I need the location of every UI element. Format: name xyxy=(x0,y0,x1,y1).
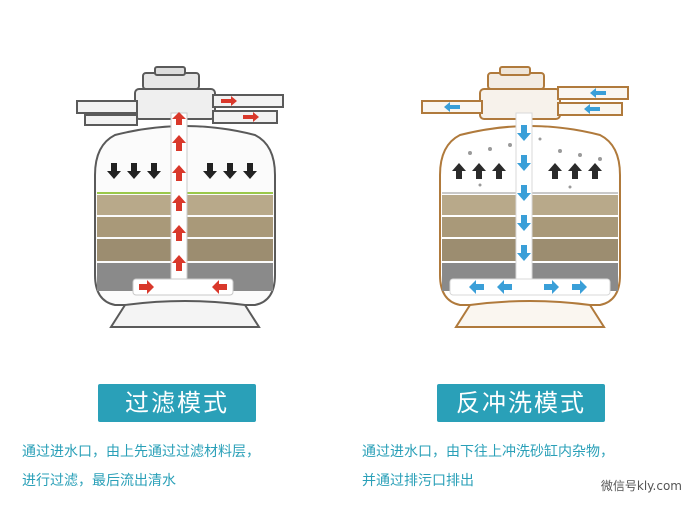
arrow-up-icon xyxy=(172,112,186,271)
inlet-outlet-pipes xyxy=(421,86,629,116)
filter-mode-diagram xyxy=(76,66,284,328)
backwash-mode-diagram xyxy=(421,66,629,328)
bottom-collector xyxy=(449,278,611,296)
backwash-mode-title: 反冲洗模式 xyxy=(437,384,605,422)
valve-head xyxy=(134,66,216,120)
filter-mode-desc-line1: 通过进水口，由上先通过过滤材料层， xyxy=(22,444,260,460)
bottom-collector xyxy=(132,278,234,296)
valve-head xyxy=(479,66,561,120)
valve-arrows xyxy=(221,96,259,122)
filter-mode-desc-line2: 进行过滤，最后流出清水 xyxy=(22,473,176,489)
filter-mode-title: 过滤模式 xyxy=(98,384,256,422)
backwash-mode-desc-line1: 通过进水口，由下往上冲洗砂缸内杂物， xyxy=(362,444,614,460)
valve-arrows xyxy=(444,88,606,114)
collector-arrows xyxy=(139,280,227,294)
watermark: 微信号kly.com xyxy=(597,477,685,494)
debris-dots xyxy=(468,137,602,189)
collector-arrows xyxy=(469,280,587,294)
arrow-up-icon xyxy=(452,163,602,179)
arrow-down-icon xyxy=(107,163,257,179)
backwash-mode-desc-line2: 并通过排污口排出 xyxy=(362,473,474,489)
arrow-down-icon xyxy=(517,125,531,261)
